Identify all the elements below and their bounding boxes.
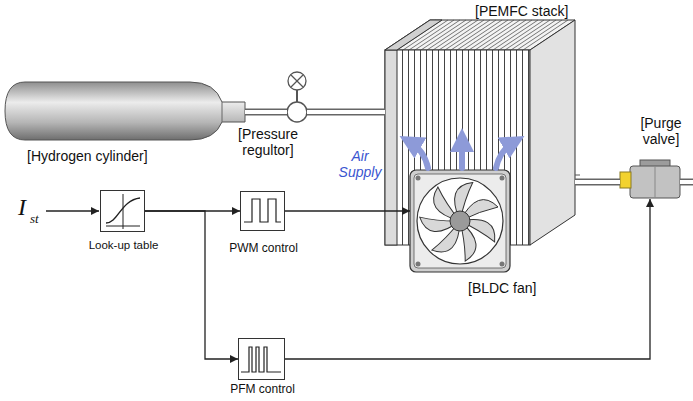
purge-valve-box: [Purge valve] xyxy=(620,165,680,199)
lookup-curve xyxy=(106,194,140,229)
hydrogen-cylinder-box: [Hydrogen cylinder] xyxy=(5,82,245,140)
process-box: PFM control xyxy=(238,338,285,380)
node-label: [Purge valve] xyxy=(633,115,689,147)
gas-pipe xyxy=(575,182,620,183)
signal-subscript: st xyxy=(30,212,39,227)
pipe-bore xyxy=(307,110,385,114)
pipe-bore xyxy=(575,180,620,184)
regulator-body xyxy=(287,102,307,122)
fuel-cell-stack-box: [PEMFC stack] xyxy=(385,20,575,245)
pfm-waveform xyxy=(241,347,281,372)
pipe-bore xyxy=(245,110,287,114)
pipe-wall xyxy=(575,179,620,186)
signal-line xyxy=(285,199,650,359)
signal-path xyxy=(285,210,410,211)
signal-path xyxy=(145,211,238,359)
process-box: Look-up table xyxy=(100,190,145,232)
process-box: PWM control xyxy=(240,191,285,231)
pipe-wall xyxy=(245,109,287,116)
signal-path xyxy=(285,199,650,359)
exhaust-pipe xyxy=(680,182,693,183)
cylinder-neck xyxy=(222,102,223,122)
signal-line xyxy=(145,211,238,359)
pipe-wall xyxy=(307,109,385,116)
gas-pipe xyxy=(245,112,287,113)
node-label: [BLDC fan] xyxy=(468,280,536,296)
air-supply-label: Air Supply xyxy=(335,148,385,180)
pressure-gauge xyxy=(288,72,306,102)
signal-line xyxy=(285,211,410,212)
pressure-regulator-box: [Pressure regultor] xyxy=(287,102,307,122)
purge-valve xyxy=(620,160,680,198)
node-label: PWM control xyxy=(219,242,308,256)
gas-pipe xyxy=(307,112,385,113)
fan-box: [BLDC fan] xyxy=(410,170,510,272)
input-signal-line xyxy=(46,210,99,211)
hydrogen-cylinder xyxy=(5,82,245,140)
bldc-fan xyxy=(410,170,510,272)
node-label: [PEMFC stack] xyxy=(475,3,568,19)
node-label: Look-up table xyxy=(79,239,168,252)
node-label: [Pressure regultor] xyxy=(235,126,301,158)
air-flow-arrows xyxy=(410,140,514,168)
node-label: PFM control xyxy=(218,383,307,397)
signal-name: I xyxy=(18,194,26,222)
node-label: [Hydrogen cylinder] xyxy=(27,148,148,164)
pwm-waveform xyxy=(244,199,281,222)
